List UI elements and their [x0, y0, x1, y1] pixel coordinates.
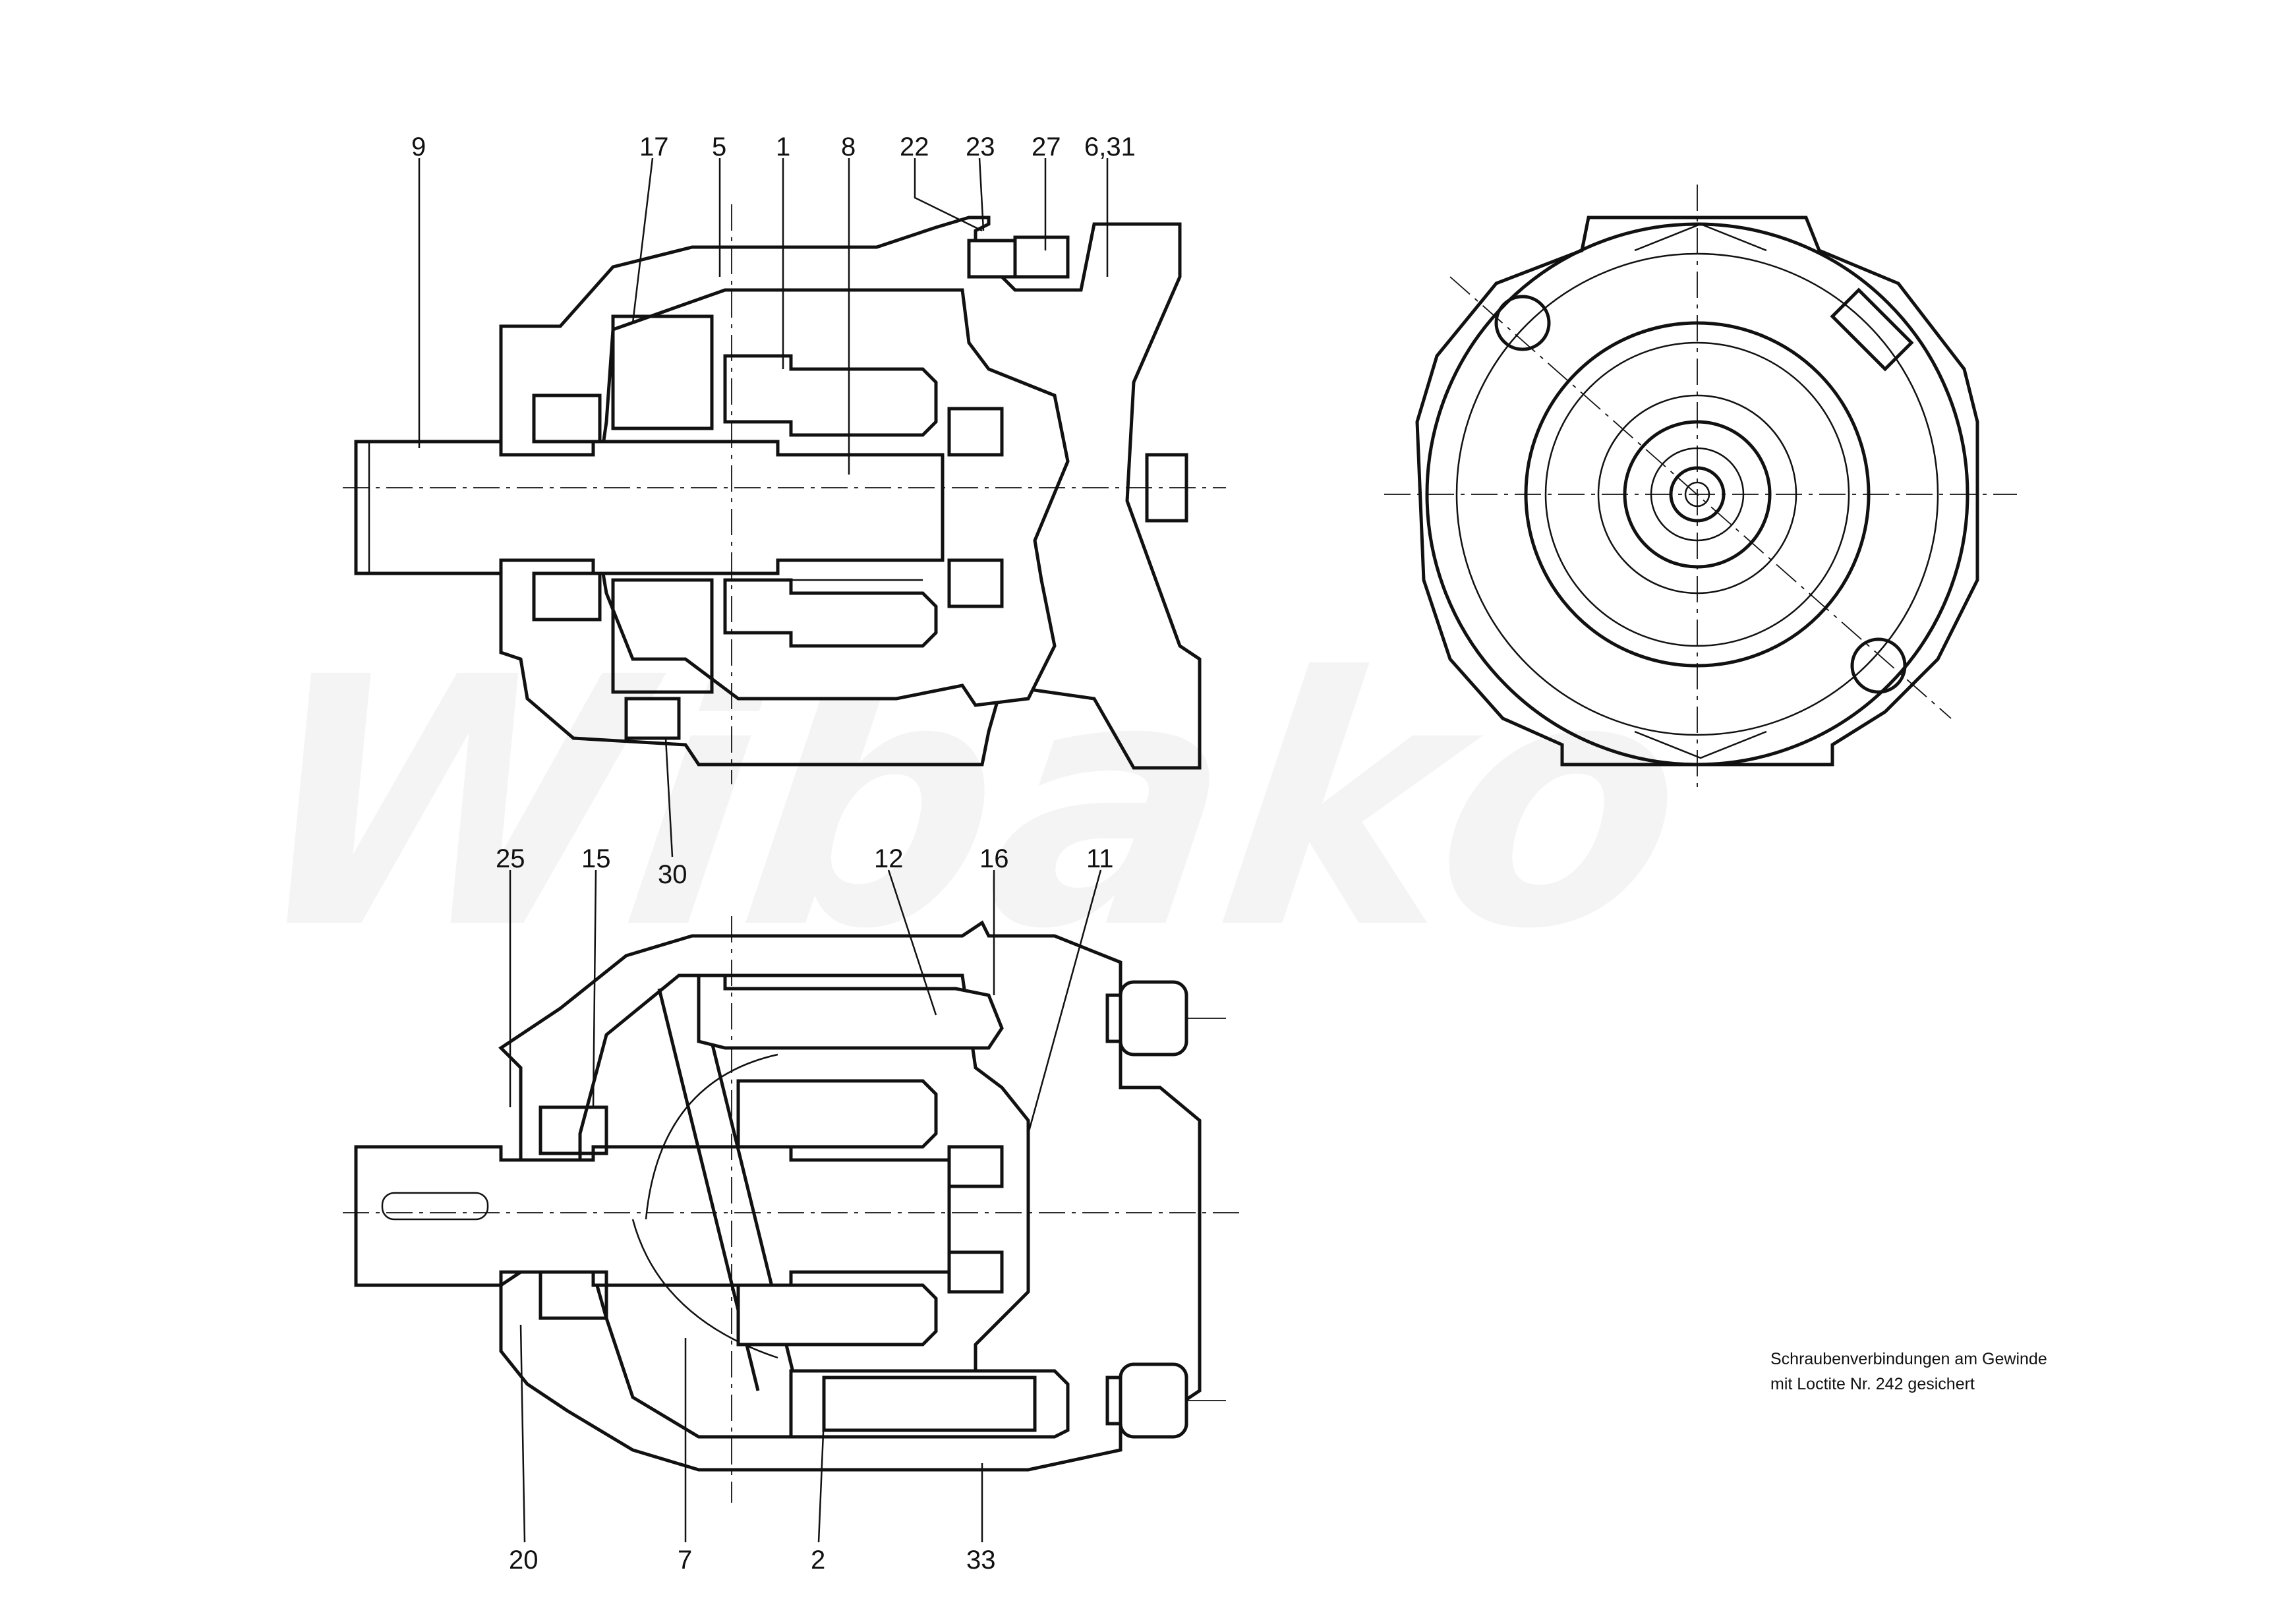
label-7: 7 [678, 1546, 692, 1575]
part-labels: 9 17 5 1 8 22 23 27 6,31 30 25 15 12 16 … [411, 132, 1136, 1575]
plug-30 [624, 697, 681, 740]
label-6-31: 6,31 [1084, 132, 1136, 161]
label-23: 23 [966, 132, 995, 161]
end-view-housing [1415, 216, 1979, 767]
label-1: 1 [776, 132, 790, 161]
top-cylinder-block [611, 314, 714, 430]
label-30: 30 [658, 860, 687, 889]
bottom-bearing-right-upper [947, 1145, 1004, 1188]
bolt-hole-upper [1494, 295, 1551, 351]
label-33: 33 [966, 1546, 996, 1575]
top-section-view [343, 204, 1226, 784]
fitting-27 [1013, 235, 1070, 279]
top-bearing-right-lower [947, 558, 1004, 608]
bottom-bearing-right-lower [947, 1250, 1004, 1294]
bottom-section-view [343, 916, 1239, 1503]
label-20: 20 [509, 1546, 539, 1575]
top-piston-lower [723, 578, 938, 648]
label-16: 16 [979, 844, 1009, 873]
top-bearing-left-upper [532, 393, 602, 444]
leader-lines [418, 158, 1109, 1543]
label-9: 9 [411, 132, 426, 161]
bolt-hole-lower [1850, 637, 1907, 694]
label-15: 15 [581, 844, 611, 873]
note-line-1: Schraubenverbindungen am Gewinde [1770, 1350, 2047, 1368]
label-5: 5 [712, 132, 726, 161]
note-line-2: mit Loctite Nr. 242 gesichert [1770, 1375, 1975, 1393]
bottom-drive-shaft [354, 1145, 951, 1287]
label-8: 8 [841, 132, 856, 161]
label-2: 2 [811, 1546, 825, 1575]
bottom-piston-top [697, 973, 1004, 1050]
label-11: 11 [1086, 844, 1114, 873]
label-22: 22 [900, 132, 929, 161]
label-25: 25 [496, 844, 525, 873]
top-bearing-left-lower [532, 571, 602, 622]
end-view [1384, 185, 2017, 791]
label-17: 17 [639, 132, 669, 161]
yoke-arc [631, 1053, 778, 1359]
label-27: 27 [1032, 132, 1061, 161]
top-drive-shaft [354, 440, 945, 575]
top-bearing-right-upper [947, 407, 1004, 457]
bottom-bearing-left-upper [539, 1105, 608, 1155]
bottom-bearing-left-lower [539, 1270, 608, 1320]
top-piston-upper [723, 354, 938, 437]
top-housing [499, 216, 1202, 770]
label-12: 12 [874, 844, 904, 873]
bottom-piston-bottom [789, 1369, 1070, 1439]
